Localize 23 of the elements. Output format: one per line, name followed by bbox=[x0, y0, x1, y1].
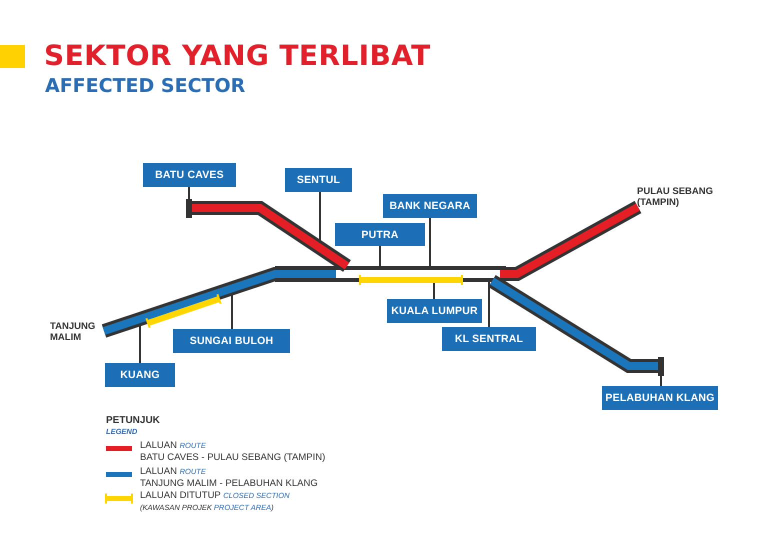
leader-line bbox=[319, 192, 321, 243]
station-label: PELABUHAN KLANG bbox=[602, 386, 718, 410]
station-label: KUALA LUMPUR bbox=[387, 299, 482, 323]
station-label: KUANG bbox=[105, 363, 175, 387]
station-label: SENTUL bbox=[285, 168, 352, 192]
station-label: PUTRA bbox=[335, 223, 425, 246]
leader-line bbox=[488, 282, 490, 327]
leader-line bbox=[186, 187, 192, 218]
station-name: TANJUNG MALIM bbox=[50, 321, 96, 343]
subtitle: AFFECTED SECTOR bbox=[45, 75, 246, 97]
leader-line bbox=[139, 325, 141, 363]
station-label: BANK NEGARA bbox=[383, 194, 477, 218]
leader-line bbox=[429, 218, 431, 266]
leader-line bbox=[433, 283, 435, 299]
station-label: BATU CAVES bbox=[143, 163, 236, 187]
leader-line bbox=[658, 357, 664, 386]
legend-heading: PETUNJUK bbox=[106, 415, 160, 426]
leader-line bbox=[379, 246, 381, 266]
title: SEKTOR YANG TERLIBAT bbox=[44, 39, 431, 72]
leader-line bbox=[231, 295, 233, 329]
station-label: KL SENTRAL bbox=[442, 327, 536, 351]
station-name: PULAU SEBANG (TAMPIN) bbox=[637, 186, 714, 208]
station-label: SUNGAI BULOH bbox=[173, 329, 290, 353]
